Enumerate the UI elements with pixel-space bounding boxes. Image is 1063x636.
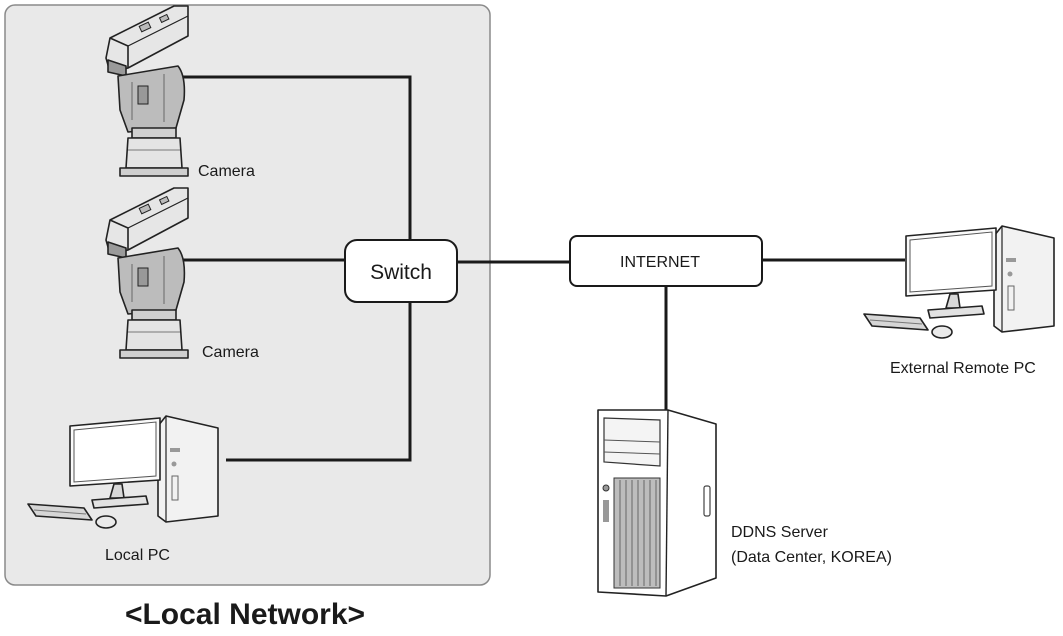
remote-pc-label: External Remote PC bbox=[890, 360, 1036, 377]
camera-1-label: Camera bbox=[198, 163, 255, 180]
internet-box bbox=[569, 235, 763, 287]
local-pc-label: Local PC bbox=[105, 547, 170, 564]
camera-2-label: Camera bbox=[202, 344, 259, 361]
ddns-label-line2: (Data Center, KOREA) bbox=[731, 549, 892, 566]
line-camera1-to-switch bbox=[183, 75, 412, 242]
server-icon bbox=[597, 409, 717, 597]
desktop-pc-icon bbox=[863, 225, 1055, 339]
internet-node: INTERNET bbox=[569, 235, 763, 287]
switch-label: Switch bbox=[370, 261, 432, 284]
switch-box bbox=[344, 239, 458, 303]
local-network-title: <Local Network> bbox=[125, 598, 365, 631]
line-localpc-to-switch bbox=[226, 302, 412, 462]
switch-node: Switch bbox=[344, 239, 458, 303]
internet-label: INTERNET bbox=[620, 254, 700, 271]
ddns-label-line1: DDNS Server bbox=[731, 524, 829, 541]
connection-lines bbox=[183, 75, 905, 462]
